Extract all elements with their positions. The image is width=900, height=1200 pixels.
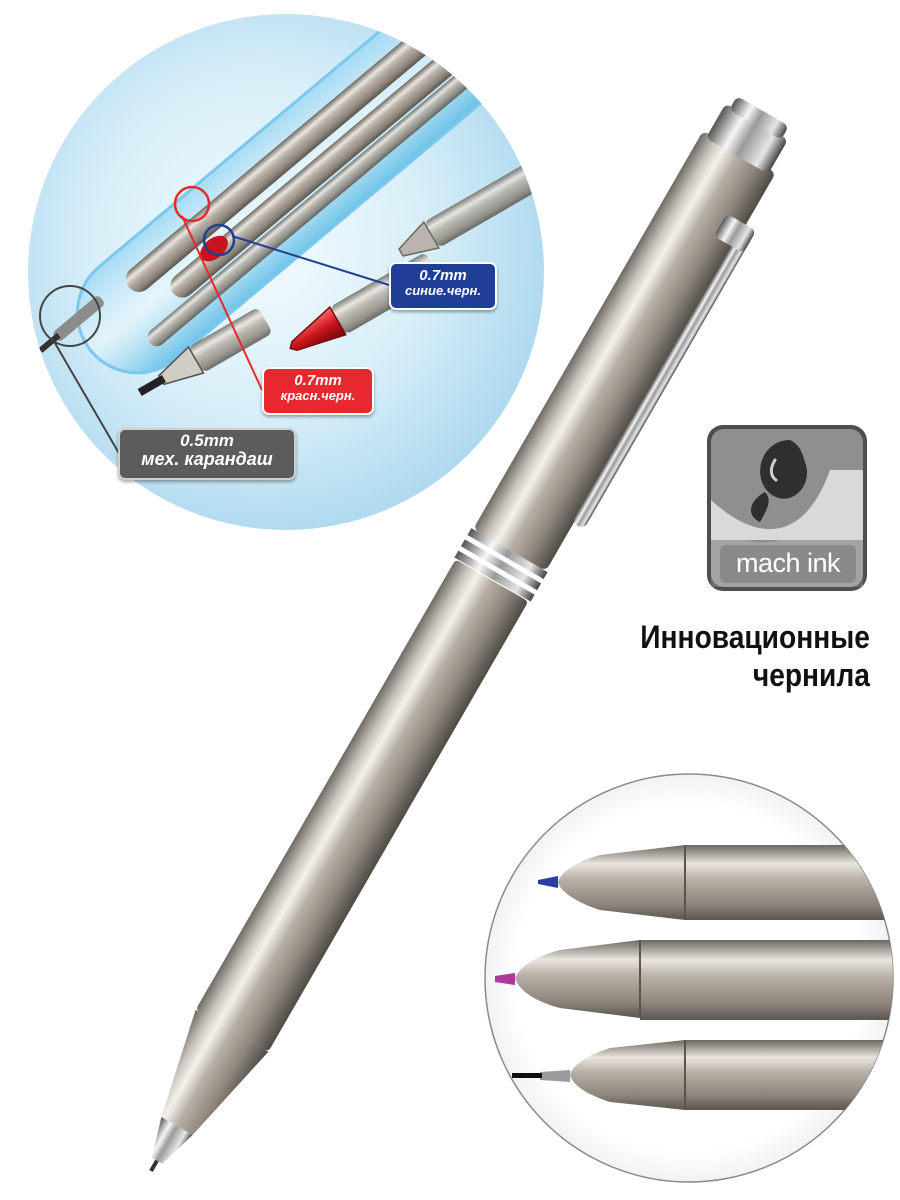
pencil-refill-label: 0.5mm мех. карандаш bbox=[118, 428, 296, 480]
mach-ink-logo bbox=[707, 425, 867, 591]
blue-refill-label: 0.7mm синие.черн. bbox=[389, 262, 497, 310]
tips-detail-inset bbox=[484, 773, 894, 1183]
refill-detail-inset bbox=[28, 14, 544, 530]
red-refill-label: 0.7mm красн.черн. bbox=[262, 367, 374, 415]
mach-ink-logo-text: mach ink bbox=[735, 548, 841, 578]
blue-refill-desc: синие.черн. bbox=[404, 282, 482, 298]
pencil-refill-size: 0.5mm bbox=[180, 431, 234, 450]
red-refill-desc: красн.черн. bbox=[280, 387, 356, 403]
pencil-refill-desc: мех. карандаш bbox=[141, 448, 273, 469]
pencil-lead-tip bbox=[512, 1040, 893, 1110]
tagline-line-1: Инновационные bbox=[640, 619, 870, 655]
red-refill-size: 0.7mm bbox=[294, 372, 342, 389]
tagline-line-2: чернила bbox=[752, 657, 870, 694]
ink-drop-icon bbox=[750, 440, 808, 522]
red-ink-tip bbox=[495, 940, 893, 1020]
tagline: Инновационные чернила bbox=[640, 618, 870, 695]
pen-illustration bbox=[149, 98, 787, 1173]
blue-refill-size: 0.7mm bbox=[419, 267, 467, 284]
